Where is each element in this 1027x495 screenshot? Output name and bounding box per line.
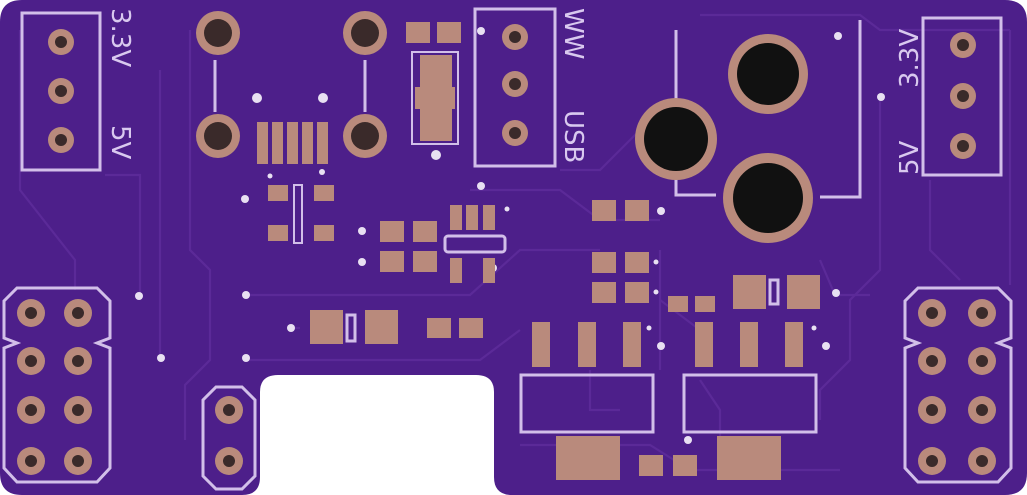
center-passives: [406, 22, 461, 145]
bottom-resistor: [639, 455, 697, 476]
left-gpio-header: [2, 286, 112, 484]
small-2pin-header: [201, 385, 257, 491]
smd-cluster-1: [380, 205, 510, 283]
barrel-jack: [635, 20, 862, 243]
voltage-regulator-2: [682, 322, 818, 480]
right-gpio-header: [903, 286, 1013, 484]
center-source-header: WW USB: [473, 7, 588, 168]
left-power-header: 3.3V 5V: [20, 8, 135, 172]
right-header-3v3-label: 3.3V: [895, 29, 925, 88]
left-diode: [310, 310, 483, 344]
smd-cluster-2: [592, 200, 820, 312]
vias: [135, 27, 885, 444]
right-power-header: 3.3V 5V: [895, 16, 1003, 177]
center-header-ww-label: WW: [558, 8, 588, 59]
voltage-regulator-1: [519, 322, 655, 480]
crystal-component: [267, 169, 334, 244]
left-header-5v-label: 5V: [105, 125, 135, 160]
center-header-usb-label: USB: [558, 110, 588, 163]
right-header-5v-label: 5V: [895, 140, 925, 175]
usb-connector: [196, 11, 387, 164]
left-header-3v3-label: 3.3V: [105, 8, 135, 67]
